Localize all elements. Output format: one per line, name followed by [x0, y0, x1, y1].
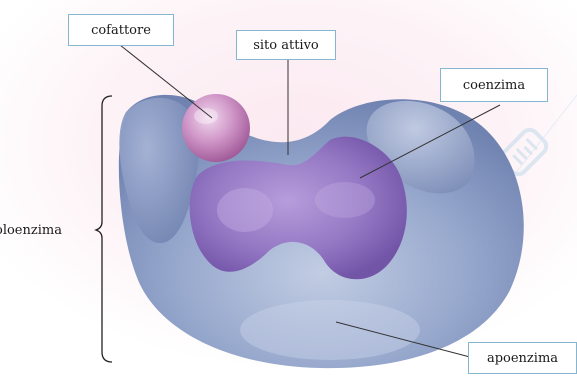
active-site-label: sito attivo: [236, 30, 336, 60]
coenzyme-label: coenzima: [440, 68, 548, 102]
cofactor-label: cofattore: [68, 14, 174, 46]
cofactor-sphere: [182, 94, 250, 162]
apoenzyme-label: apoenzima: [468, 342, 577, 374]
holoenzyme-label: oloenzima: [0, 224, 62, 237]
